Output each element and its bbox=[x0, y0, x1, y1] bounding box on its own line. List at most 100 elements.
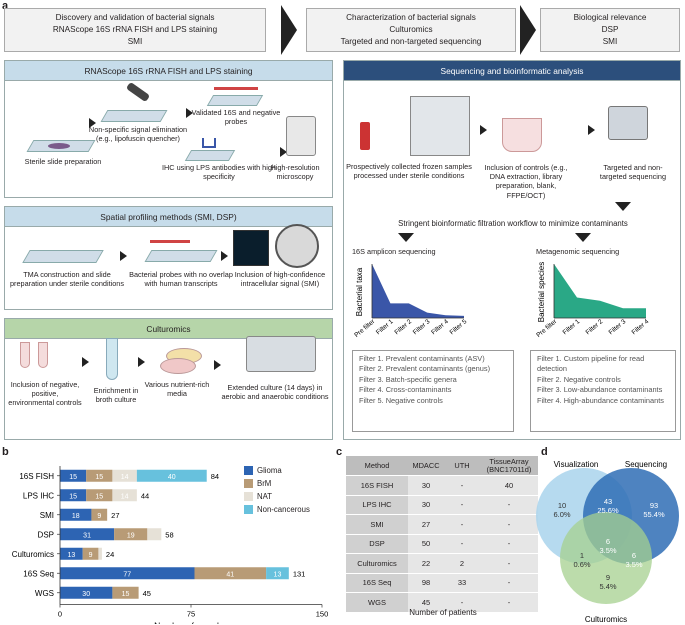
probe-slide-icon bbox=[206, 95, 264, 106]
ihc-label: IHC using LPS antibodies with high speci… bbox=[162, 163, 276, 182]
controls-label: Inclusion of controls (e.g., DNA extract… bbox=[484, 163, 568, 200]
category-label: 16S Seq bbox=[23, 569, 54, 578]
filter-item: Filter 4. Cross-contaminants bbox=[359, 385, 452, 395]
table-cell: - bbox=[444, 534, 480, 554]
step-characterization: Characterization of bacterial signals Cu… bbox=[306, 8, 516, 52]
tube-icon bbox=[38, 342, 48, 368]
region-count: 9 bbox=[606, 573, 610, 582]
header-method: Method bbox=[346, 456, 408, 476]
segment-label: 15 bbox=[69, 474, 77, 481]
legend-noncancerous: Non-cancerous bbox=[244, 505, 310, 514]
legend-brm: BrM bbox=[244, 479, 271, 488]
culturomics-circle bbox=[560, 512, 652, 604]
microscope-icon bbox=[286, 116, 316, 156]
segment-label: 9 bbox=[89, 552, 93, 559]
total-label: 58 bbox=[165, 530, 173, 539]
metagenomic-filter-list: Filter 1. Custom pipeline for read detec… bbox=[530, 350, 676, 432]
media-label: Various nutrient-rich media bbox=[144, 380, 210, 399]
bar-segment bbox=[60, 547, 83, 560]
sequencer-icon bbox=[608, 106, 648, 140]
filter-item: Filter 2. Negative controls bbox=[537, 374, 621, 384]
segment-label: 31 bbox=[83, 532, 91, 539]
segment-label: 14 bbox=[121, 474, 129, 481]
legend-swatch bbox=[244, 505, 253, 514]
step-line: Targeted and non-targeted sequencing bbox=[340, 37, 482, 46]
table-cell: - bbox=[480, 514, 538, 535]
rnascope-panel: RNAScope 16S rRNA FISH and LPS staining bbox=[4, 60, 333, 198]
nonspecific-label: Non-specific signal elimination (e.g., l… bbox=[88, 125, 188, 144]
patients-table: Method MDACC UTH TissueArray (BNC17011d)… bbox=[346, 456, 538, 613]
region-percent: 3.5% bbox=[599, 546, 616, 555]
total-label: 24 bbox=[106, 550, 114, 559]
bar-segment bbox=[112, 489, 137, 502]
microscopy-label: High-resolution microscopy bbox=[270, 163, 320, 182]
segment-label: 19 bbox=[127, 532, 135, 539]
bar-segment bbox=[60, 567, 195, 580]
x-tick-label: Filter 3 bbox=[608, 318, 628, 336]
bar-segment bbox=[114, 528, 148, 541]
region-count: 6 bbox=[632, 551, 636, 560]
bar-segment bbox=[112, 586, 139, 599]
x-tick-label: Filter 1 bbox=[375, 318, 395, 336]
table-cell: - bbox=[444, 495, 480, 515]
x-tick-label: Filter 2 bbox=[393, 318, 413, 336]
table-cell: 16S FISH bbox=[346, 475, 408, 496]
step-line: Biological relevance bbox=[573, 13, 647, 22]
region-count: 43 bbox=[604, 497, 612, 506]
tma-label: TMA construction and slide preparation u… bbox=[10, 270, 124, 289]
region-percent: 0.6% bbox=[573, 560, 590, 569]
validated-label: Validated 16S and negative probes bbox=[191, 108, 281, 127]
header-tissuearray: TissueArray (BNC17011d) bbox=[480, 456, 538, 476]
metagenomic-title: Metagenomic sequencing bbox=[536, 247, 620, 256]
amplicon-filter-list: Filter 1. Prevalent contaminants (ASV)Fi… bbox=[352, 350, 514, 432]
legend-swatch bbox=[244, 466, 253, 475]
bar-segment bbox=[60, 469, 87, 482]
table-cell: 45 bbox=[408, 592, 444, 613]
controls-label: Inclusion of negative, positive, environ… bbox=[8, 380, 82, 408]
table-cell: 22 bbox=[408, 553, 444, 574]
controls-tubes-icon bbox=[502, 118, 542, 152]
spatial-panel: Spatial profiling methods (SMI, DSP) bbox=[4, 206, 333, 310]
x-tick-label: 150 bbox=[316, 610, 329, 619]
segment-label: 13 bbox=[67, 552, 75, 559]
arrow-icon bbox=[82, 357, 89, 367]
workflow-label: Stringent bioinformatic filtration workf… bbox=[398, 219, 628, 228]
tube-icon bbox=[20, 342, 30, 368]
panel-label-a: a bbox=[2, 0, 9, 12]
area-series bbox=[554, 264, 646, 318]
region-percent: 55.4% bbox=[643, 510, 665, 519]
total-label: 84 bbox=[211, 472, 219, 481]
slide-icon bbox=[100, 110, 168, 122]
x-tick-label: Filter 5 bbox=[449, 318, 469, 336]
table-cell: - bbox=[480, 592, 538, 613]
table-cell: 98 bbox=[408, 573, 444, 593]
x-tick-label: 0 bbox=[58, 610, 62, 619]
area-series bbox=[372, 264, 464, 318]
probe-icon bbox=[214, 87, 258, 90]
table-cell: 40 bbox=[480, 475, 538, 496]
table-cell: - bbox=[480, 553, 538, 574]
x-tick-label: Filter 3 bbox=[412, 318, 432, 336]
rnascope-title: RNAScope 16S rRNA FISH and LPS staining bbox=[5, 61, 332, 81]
bar-segment bbox=[60, 586, 113, 599]
legend-label: Non-cancerous bbox=[257, 505, 310, 514]
header-mdacc: MDACC bbox=[408, 456, 444, 476]
panel-label-d: d bbox=[541, 446, 548, 458]
step-line: DSP bbox=[601, 25, 619, 34]
category-label: Culturomics bbox=[12, 550, 54, 559]
category-label: LPS IHC bbox=[23, 491, 54, 500]
panel-label-b: b bbox=[2, 446, 9, 458]
tma-slide-icon bbox=[22, 250, 104, 263]
category-label: SMI bbox=[40, 511, 54, 520]
arrow-down-icon bbox=[615, 202, 631, 211]
bar-segment bbox=[60, 528, 115, 541]
culturomics-title: Culturomics bbox=[5, 319, 332, 339]
sample-tube-icon bbox=[360, 122, 370, 150]
segment-label: 15 bbox=[122, 591, 130, 598]
